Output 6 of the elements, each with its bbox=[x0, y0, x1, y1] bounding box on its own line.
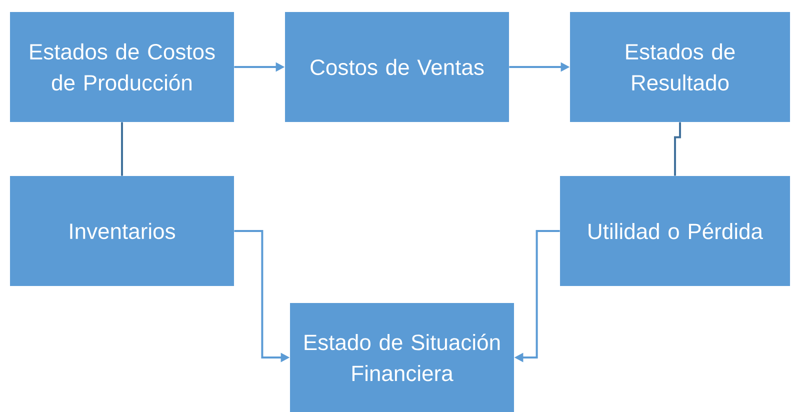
process-box: Estados de Costos de Producción bbox=[10, 12, 234, 122]
process-box: Utilidad o Pérdida bbox=[560, 176, 790, 286]
process-box: Estados de Resultado bbox=[570, 12, 790, 122]
process-box: Inventarios bbox=[10, 176, 234, 286]
process-box: Costos de Ventas bbox=[285, 12, 509, 122]
process-box: Estado de Situación Financiera bbox=[290, 303, 514, 412]
